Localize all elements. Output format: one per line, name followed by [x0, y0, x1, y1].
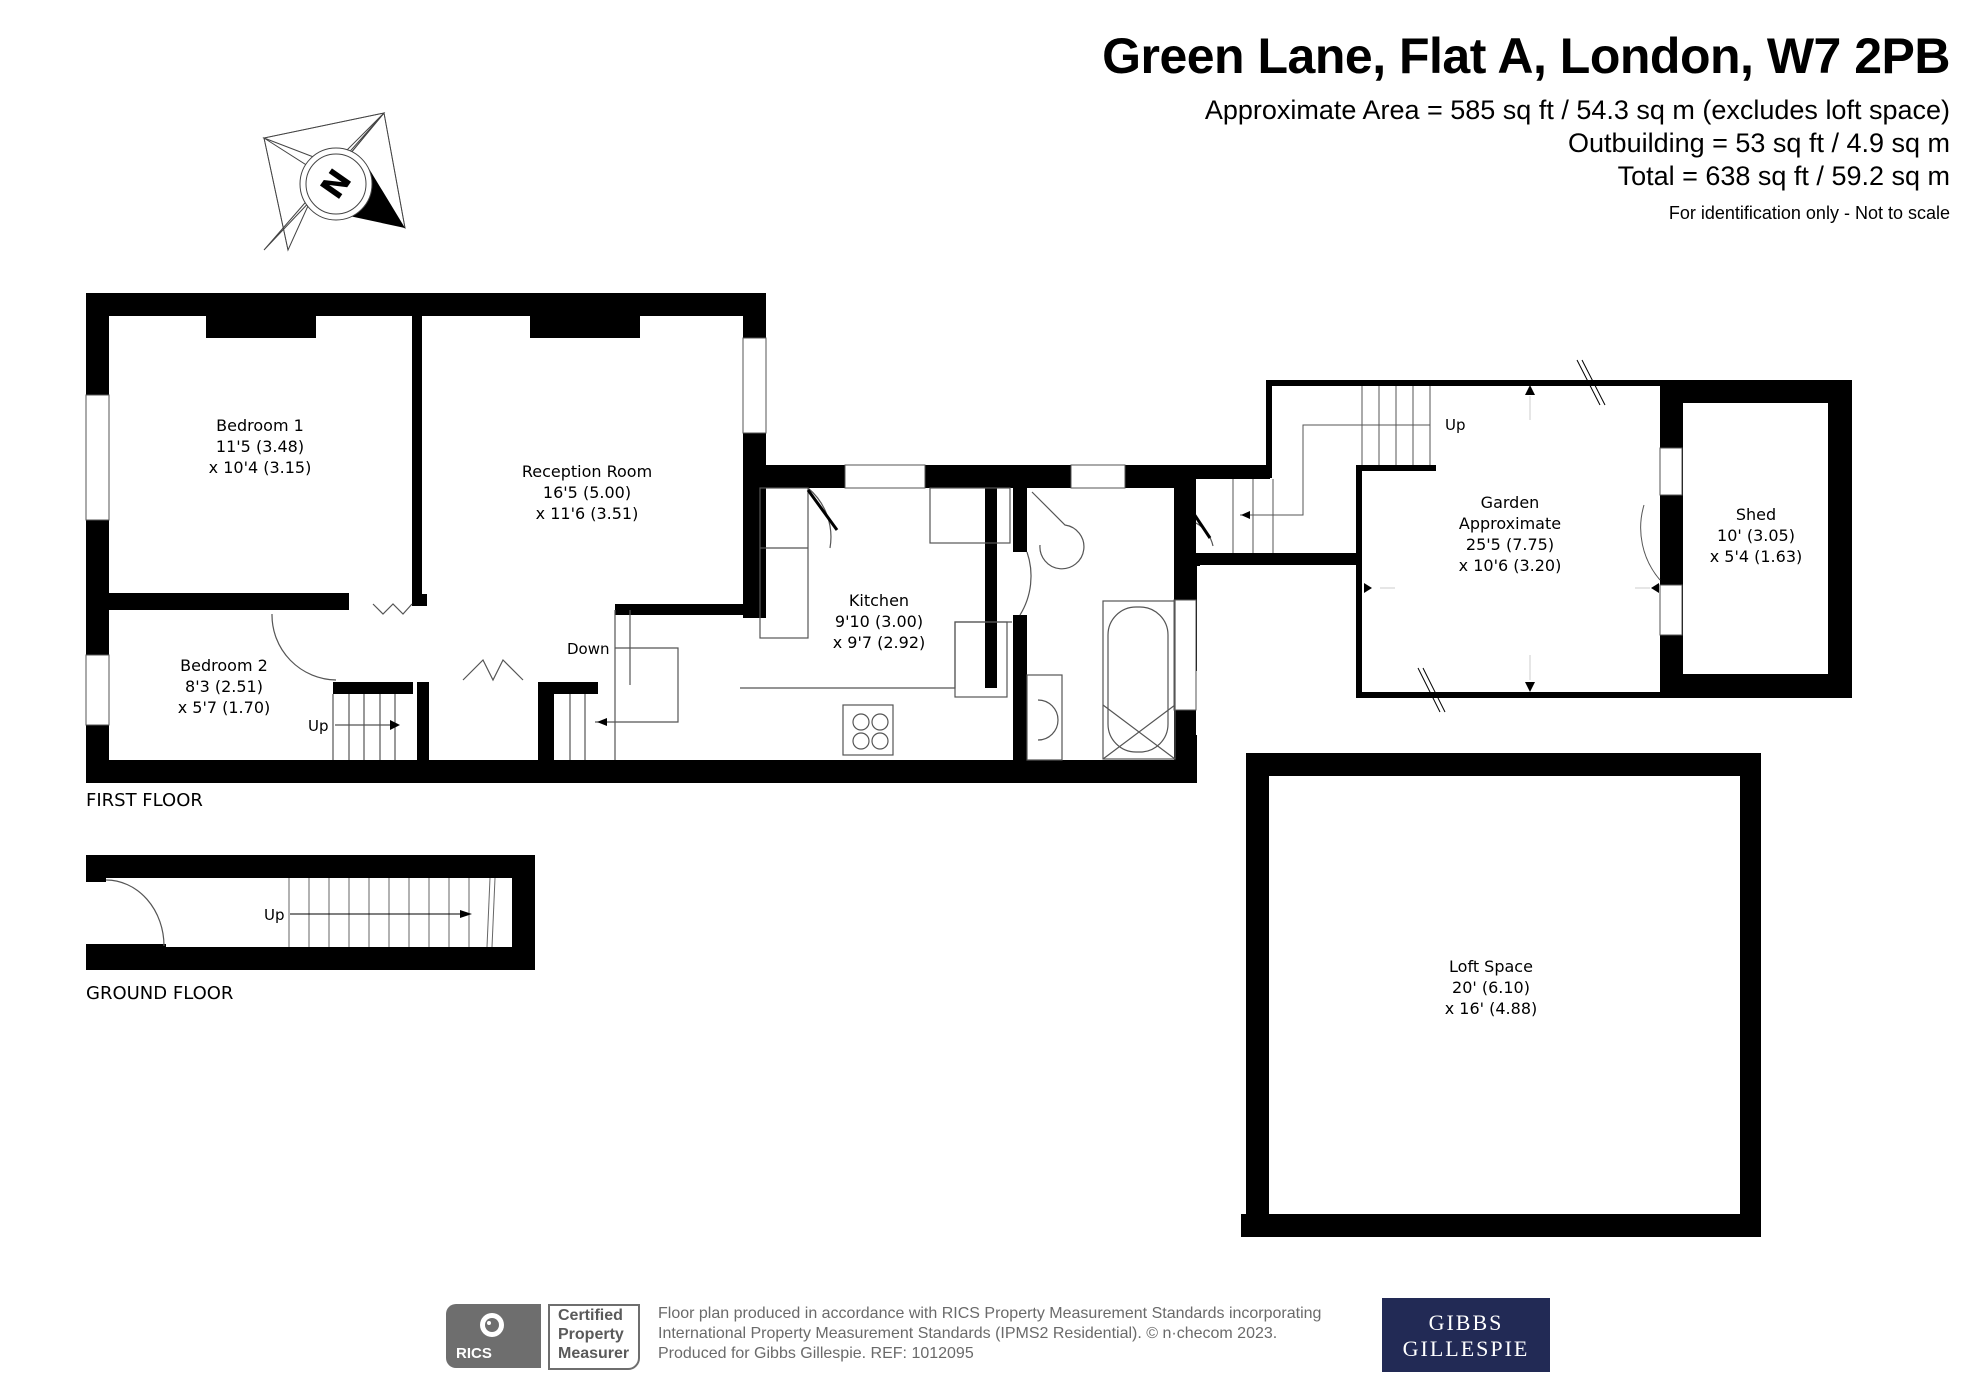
room-name: Loft Space	[1449, 957, 1533, 976]
total-area: Total = 638 sq ft / 59.2 sq m	[1617, 161, 1950, 191]
footer: RICS Certified Property Measurer Floor p…	[446, 1298, 1550, 1378]
room-dim: x 5'7 (1.70)	[178, 698, 271, 717]
stair-label-up: Up	[264, 906, 285, 924]
room-dim: 25'5 (7.75)	[1466, 535, 1554, 554]
room-dim: x 10'4 (3.15)	[209, 458, 312, 477]
agent-logo-line: GILLESPIE	[1402, 1336, 1530, 1361]
stair-label-up: Up	[1445, 416, 1466, 434]
room-name: Shed	[1736, 505, 1776, 524]
room-dim: x 16' (4.88)	[1445, 999, 1538, 1018]
header: Green Lane, Flat A, London, W7 2PB Appro…	[1102, 28, 1950, 224]
approximate-area: Approximate Area = 585 sq ft / 54.3 sq m…	[1204, 95, 1950, 125]
first-floor-label: FIRST FLOOR	[86, 790, 203, 811]
room-dim: 8'3 (2.51)	[185, 677, 263, 696]
room-dim: 10' (3.05)	[1717, 526, 1795, 545]
ground-floor-label: GROUND FLOOR	[86, 983, 233, 1004]
room-dim: x 9'7 (2.92)	[833, 633, 926, 652]
stair-label-up: Up	[308, 717, 329, 735]
stair-label-down: Down	[567, 640, 610, 658]
doors	[806, 489, 1212, 539]
room-dim: x 11'6 (3.51)	[536, 504, 639, 523]
disclaimer: For identification only - Not to scale	[1668, 203, 1950, 223]
outbuilding-area: Outbuilding = 53 sq ft / 4.9 sq m	[1568, 128, 1950, 158]
footer-note-line: Produced for Gibbs Gillespie. REF: 10120…	[658, 1345, 974, 1362]
room-dim: 20' (6.10)	[1452, 978, 1530, 997]
room-dim: x 10'6 (3.20)	[1459, 556, 1562, 575]
certified-line: Measurer	[558, 1345, 630, 1362]
rics-text: RICS	[456, 1345, 492, 1362]
ground-floor-plan	[86, 855, 535, 970]
certified-property-measurer-badge: Certified Property Measurer	[548, 1304, 640, 1370]
room-name: Bedroom 2	[180, 656, 268, 675]
rics-lion-icon	[480, 1313, 504, 1337]
stair-arrow-up	[460, 910, 472, 918]
footer-note-line: Floor plan produced in accordance with R…	[658, 1305, 1322, 1322]
room-dim: x 5'4 (1.63)	[1710, 547, 1803, 566]
room-name-2: Approximate	[1459, 514, 1561, 533]
room-name: Kitchen	[849, 591, 909, 610]
property-title: Green Lane, Flat A, London, W7 2PB	[1102, 28, 1950, 84]
room-name: Bedroom 1	[216, 416, 304, 435]
footer-note-line: International Property Measurement Stand…	[658, 1325, 1278, 1342]
room-dim: 9'10 (3.00)	[835, 612, 923, 631]
windows	[85, 337, 1197, 726]
stair-arrow-up	[390, 720, 400, 730]
room-dim: 16'5 (5.00)	[543, 483, 631, 502]
shed-interior	[1683, 403, 1828, 674]
agent-logo: GIBBS GILLESPIE	[1382, 1298, 1550, 1372]
stair-arrow-down	[597, 718, 607, 726]
certified-line: Property	[558, 1326, 624, 1343]
certified-line: Certified	[558, 1307, 623, 1324]
room-labels: Bedroom 1 11'5 (3.48) x 10'4 (3.15) Rece…	[86, 416, 1802, 1018]
rics-logo: RICS	[446, 1304, 541, 1368]
room-name: Garden	[1481, 493, 1540, 512]
compass-rose-icon: N	[262, 111, 406, 252]
loft-plan	[1241, 753, 1761, 1237]
room-name: Reception Room	[522, 462, 652, 481]
agent-logo-line: GIBBS	[1428, 1310, 1504, 1335]
footer-note: Floor plan produced in accordance with R…	[658, 1304, 1378, 1364]
room-dim: 11'5 (3.48)	[216, 437, 304, 456]
